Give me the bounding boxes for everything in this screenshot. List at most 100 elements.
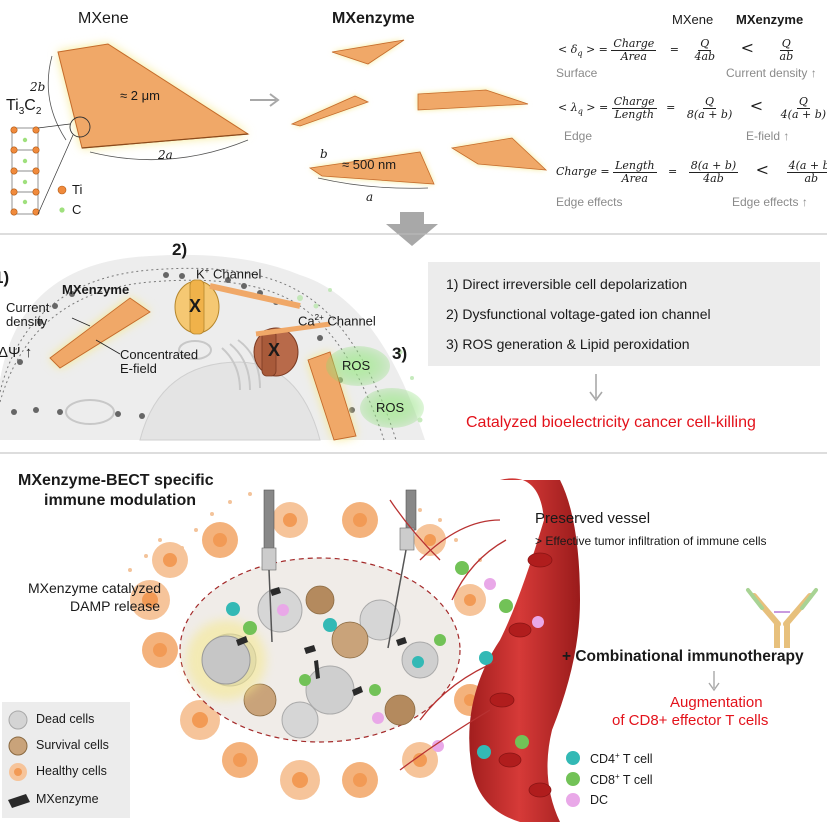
membrane-mxenzyme	[49, 297, 151, 369]
survival-cells	[243, 585, 416, 726]
tumor-immune-cells	[226, 602, 446, 724]
cd4-legend-label: CD4+ T cell	[590, 751, 653, 767]
c-legend-label: C	[72, 202, 82, 217]
mechanism-box: 1) Direct irreversible cell depolarizati…	[428, 262, 820, 366]
k-channel-mxenzyme	[209, 283, 301, 309]
panel-transition-arrow	[386, 212, 438, 246]
delta-psi-label: ΔΨ ↑	[0, 344, 33, 361]
dc-legend-dot	[566, 793, 580, 807]
ros-label-2: ROS	[376, 400, 405, 415]
current-density-label: Current density	[6, 300, 50, 330]
legend-mxenzyme-icon	[8, 794, 30, 808]
legend-dead-icon	[8, 710, 28, 730]
k-channel	[174, 279, 220, 335]
zoom-line-top	[37, 123, 71, 129]
concentrated-efield-label: Concentrated E-field	[120, 347, 199, 377]
membrane-mxenzyme-label: MXenzyme	[62, 282, 130, 297]
legend-healthy-label: Healthy cells	[36, 764, 107, 778]
cd8-legend-label: CD8+ T cell	[590, 772, 653, 788]
antibody-icon	[746, 588, 818, 648]
legend-survival-label: Survival cells	[36, 738, 109, 752]
mxene-size-label: ≈ 2 μm	[120, 88, 160, 103]
electrode-right	[387, 489, 417, 649]
zoom-line-bottom	[37, 134, 74, 215]
damp-label-line1: MXenzyme catalyzed	[28, 580, 162, 596]
step-2-marker: 2)	[172, 240, 188, 259]
combo-arrow-head	[708, 682, 720, 692]
legend-mxenzyme-label: MXenzyme	[36, 792, 99, 806]
immune-title-line1: MXenzyme-BECT specific	[18, 472, 214, 489]
ti3c2-formula: Ti3C2	[6, 97, 42, 118]
ca-channel-mxenzyme	[255, 321, 331, 337]
cell-nucleus	[139, 361, 321, 441]
vessel-subtitle: > Effective tumor infiltration of immune…	[535, 534, 767, 548]
ti-legend-dot	[57, 185, 67, 195]
membrane-mxenzyme-2	[307, 351, 357, 441]
tumor-healthy-nuclei	[142, 513, 476, 788]
dead-cell-highlight	[201, 635, 251, 685]
dim-arc-2b	[47, 55, 67, 141]
ros-blob-1	[326, 346, 390, 386]
electrode-left	[261, 489, 277, 643]
mechanism-2: 2) Dysfunctional voltage-gated ion chann…	[446, 306, 711, 322]
red-blood-cells	[489, 552, 553, 798]
mechanism-arrow-head	[589, 391, 603, 402]
damp-label-line2: DAMP release	[70, 598, 161, 614]
ti-legend-label: Ti	[72, 182, 83, 197]
dc-legend-label: DC	[590, 793, 609, 807]
ros-dots	[297, 288, 423, 423]
caption-edge: Edge	[564, 129, 593, 143]
immune-title-line2: immune modulation	[44, 492, 196, 509]
caption-current-density: Current density ↑	[726, 66, 817, 80]
cell-type-legend: Dead cells Survival cells Healthy cells …	[2, 702, 130, 818]
cell-membrane	[0, 267, 397, 441]
k-channel-block-mark: X	[189, 296, 202, 316]
callout-concentrated	[95, 339, 121, 355]
fragmentation-arrow-head	[269, 93, 280, 107]
ca-channel-label: Ca2+ Channel	[298, 313, 376, 329]
mxenzyme-size-label: ≈ 500 nm	[342, 157, 397, 172]
mxenzyme-fragments	[290, 39, 548, 185]
step-3-marker: 3)	[392, 344, 408, 363]
dim-2b-label: 2b	[30, 80, 46, 94]
cd4-legend-dot	[566, 751, 580, 765]
dim-arc-a	[317, 177, 429, 189]
caption-edge-effects: Edge effects	[556, 195, 623, 209]
augmentation-line2: of CD8+ effector T cells	[612, 712, 769, 729]
legend-dead-label: Dead cells	[36, 712, 95, 726]
legend-survival-icon	[8, 736, 28, 756]
mxene-sheet-edge	[81, 133, 249, 149]
combination-therapy-label: + Combinational immunotherapy	[562, 648, 804, 665]
vessel-immune-cells	[432, 561, 544, 759]
organelles	[65, 339, 261, 425]
mxenzyme-title: MXenzyme	[332, 10, 415, 27]
damp-dots	[128, 492, 482, 572]
augmentation-line1: Augmentation	[670, 694, 763, 711]
k-channel-label: K+ Channel	[196, 266, 262, 282]
lattice-atoms	[10, 126, 40, 216]
caption-surface: Surface	[556, 66, 598, 80]
mxene-title: MXene	[78, 10, 129, 27]
step-1-marker: 1)	[0, 268, 10, 287]
dim-a-label: a	[366, 190, 374, 204]
column-header-mxene: MXene	[672, 12, 714, 27]
ca-channel-block-mark: X	[268, 340, 281, 360]
caption-edge-effects-up: Edge effects ↑	[732, 195, 808, 209]
column-header-mxenzyme: MXenzyme	[736, 12, 804, 27]
blood-vessel	[469, 478, 580, 822]
ros-blob-2	[360, 388, 424, 428]
dim-b-label: b	[320, 147, 328, 161]
cd8-legend-dot	[566, 772, 580, 786]
killing-result-label: Catalyzed bioelectricity cancer cell-kil…	[466, 414, 756, 431]
vessel-title: Preserved vessel	[535, 510, 651, 527]
ca-channel	[253, 327, 299, 377]
callout-current-density	[71, 317, 91, 327]
caption-e-field: E-field ↑	[746, 129, 790, 143]
legend-icons	[8, 710, 30, 808]
legend-healthy-nucleus	[14, 768, 22, 776]
